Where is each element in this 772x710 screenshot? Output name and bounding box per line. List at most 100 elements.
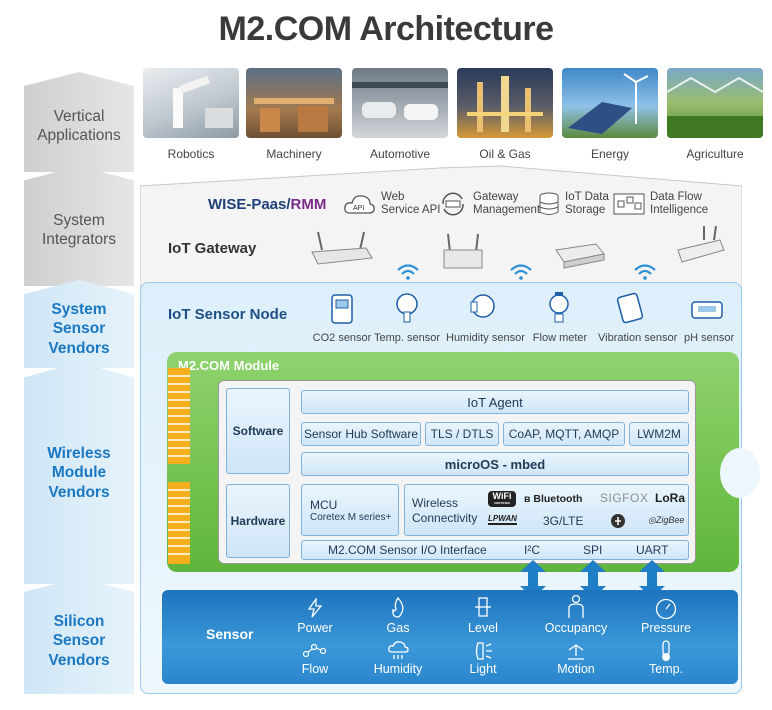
i2c-label: I²C <box>524 543 540 557</box>
app-caption: Machinery <box>266 147 322 161</box>
cellular-label: 3G/LTE <box>543 514 584 528</box>
app-caption: Agriculture <box>686 147 744 161</box>
m2com-module-label: M2.COM Module <box>178 358 280 373</box>
sensor-type-label: Motion <box>557 662 595 676</box>
sensor-type-label: Flow <box>301 662 329 676</box>
temp-sensor-icon <box>396 293 418 323</box>
gateway-management-icon <box>442 192 464 216</box>
sensor-caption: CO2 sensor <box>312 332 372 344</box>
wireless-label: Wireless Connectivity <box>412 496 477 526</box>
layer-system-integrators: System Integrators <box>24 166 134 286</box>
sensor-type-label: Temp. <box>648 662 684 676</box>
uart-label: UART <box>636 543 669 557</box>
iot-sensor-node-label: IoT Sensor Node <box>168 306 288 323</box>
automotive-photo <box>352 68 448 138</box>
gateway-device-icon <box>677 225 725 263</box>
app-automotive: Automotive <box>352 68 448 161</box>
wifi-logo: WiFi CERTIFIED <box>488 491 516 507</box>
layer-label: Wireless Module Vendors <box>47 444 111 501</box>
hardware-label: Hardware <box>230 514 286 528</box>
sensor-caption: Flow meter <box>532 332 588 344</box>
sensor-bar <box>162 590 738 684</box>
app-caption: Automotive <box>369 147 431 161</box>
edge-connector-bottom <box>168 482 190 564</box>
level-icon <box>475 597 491 617</box>
sensor-type-label: Occupancy <box>544 621 608 635</box>
sensor-caption: Temp. sensor <box>373 332 441 344</box>
bluetooth-label: Bluetooth <box>533 493 583 505</box>
layer-label: System Sensor Vendors <box>48 300 110 357</box>
iot-gateway-label: IoT Gateway <box>168 240 257 257</box>
app-agriculture: Agriculture <box>667 68 763 161</box>
mcu-box: MCU Coretex M series+ <box>301 484 399 536</box>
app-caption: Oil & Gas <box>479 147 531 161</box>
uart-arrow <box>639 560 665 598</box>
m2com-module-notch <box>720 448 760 498</box>
microos-label: microOS - mbed <box>444 456 546 472</box>
sigfox-logo: SIGFOX <box>600 491 648 505</box>
wireless-line2: Connectivity <box>412 511 478 525</box>
bluetooth-logo: ʙ Bluetooth <box>524 493 582 505</box>
i2c-arrow <box>520 560 546 598</box>
co2-sensor-icon <box>331 294 353 324</box>
gw-mgmt-line2: Management <box>473 204 541 217</box>
web-api-line1: Web <box>381 191 405 203</box>
layer-label: System Integrators <box>41 211 117 248</box>
sensor-type-label: Humidity <box>373 662 423 676</box>
gateway-device-icon <box>311 231 373 265</box>
iot-storage-line2: Storage <box>565 204 606 217</box>
temperature-icon <box>662 640 670 661</box>
sensor-type-label: Power <box>297 621 333 635</box>
spi-label: SPI <box>583 543 603 557</box>
wireless-box <box>404 484 689 536</box>
thread-logo-icon <box>611 514 625 528</box>
sensor-type-label: Pressure <box>640 621 692 635</box>
sensor-hub-label: Sensor Hub Software <box>303 427 419 441</box>
zigbee-logo: ◎ZigBee <box>648 515 684 526</box>
ph-sensor-icon <box>691 301 723 319</box>
wise-paas-text: WISE-Paas/ <box>208 196 291 213</box>
energy-photo <box>562 68 658 138</box>
coap-box: CoAP, MQTT, AMQP <box>503 422 625 446</box>
edge-connector-top <box>168 368 190 464</box>
zigbee-icon: ◎ <box>648 515 656 525</box>
sensor-type-label: Light <box>469 662 497 676</box>
iot-agent-label: IoT Agent <box>467 394 523 410</box>
wifi-logo-text: WiFi <box>492 491 512 501</box>
oil-gas-photo <box>457 68 553 138</box>
dataflow-line2: Intelligence <box>650 204 709 217</box>
layer-label: Silicon Sensor Vendors <box>48 612 110 669</box>
sensor-type-label: Gas <box>386 621 410 635</box>
agriculture-photo <box>667 68 763 138</box>
coap-label: CoAP, MQTT, AMQP <box>508 427 620 441</box>
layer-wireless-vendors: Wireless Module Vendors <box>24 362 134 584</box>
app-caption: Energy <box>590 147 630 161</box>
lpwan-label: LPWAN <box>488 514 517 523</box>
vibration-sensor-icon <box>616 292 644 324</box>
pressure-icon <box>655 598 677 620</box>
wise-paas-logo: WISE-Paas/RMM <box>208 196 326 213</box>
humidity-sensor-icon <box>470 294 495 318</box>
database-icon <box>539 192 559 216</box>
tls-box: TLS / DTLS <box>425 422 499 446</box>
app-caption: Robotics <box>167 147 215 161</box>
wireless-line1: Wireless <box>412 496 459 510</box>
app-robotics: Robotics <box>143 68 239 161</box>
mcu-label: MCU <box>310 497 338 512</box>
lpwan-logo: LPWAN <box>488 514 517 525</box>
tls-label: TLS / DTLS <box>430 427 494 441</box>
sensor-caption: pH sensor <box>684 332 735 344</box>
sensor-type-label: Level <box>468 621 498 635</box>
sensor-hub-box: Sensor Hub Software <box>301 422 421 446</box>
bluetooth-icon: ʙ <box>524 493 534 505</box>
gw-mgmt-line1: Gateway <box>473 191 519 203</box>
layer-silicon-vendors: Silicon Sensor Vendors <box>24 578 134 694</box>
wifi-signal-icon <box>397 264 419 280</box>
machinery-photo <box>246 68 342 138</box>
robotics-photo <box>143 68 239 138</box>
microos-box: microOS - mbed <box>301 452 689 476</box>
gas-icon <box>392 597 404 618</box>
sensor-io-interface: M2.COM Sensor I/O Interface <box>301 540 689 560</box>
